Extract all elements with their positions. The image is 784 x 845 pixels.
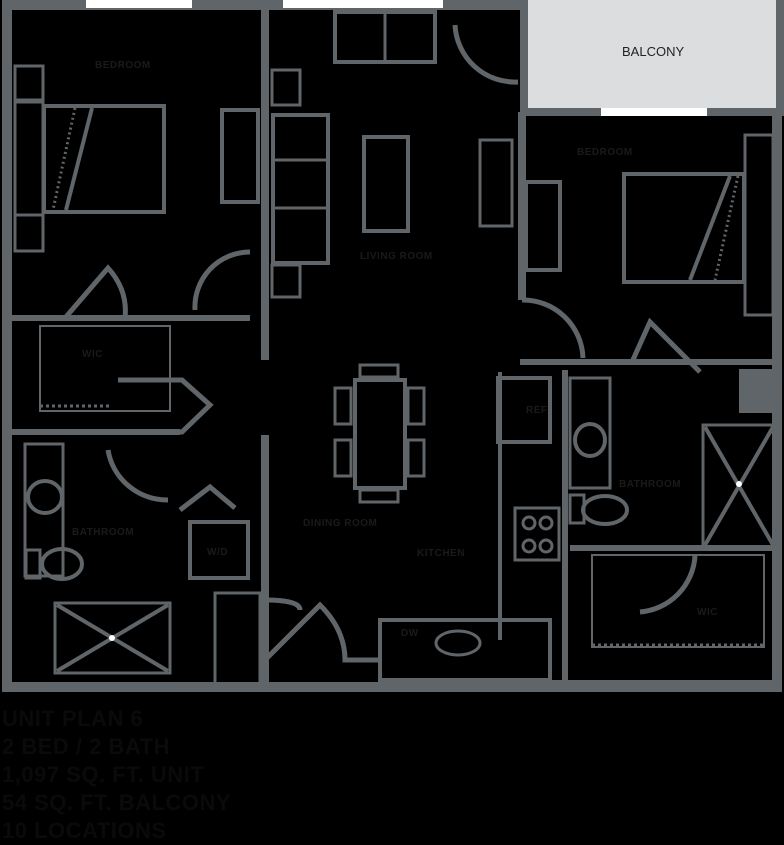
label-bedroom-2: BEDROOM — [577, 147, 633, 158]
label-kitchen: KITCHEN — [417, 548, 465, 559]
floor-plan-drawing — [2, 0, 784, 692]
label-balcony: BALCONY — [622, 44, 685, 59]
balcony-area — [526, 0, 784, 110]
label-refrigerator: REF — [526, 405, 548, 416]
label-wic-1: WIC — [82, 349, 103, 360]
unit-plan-title: UNIT PLAN 6 — [2, 706, 144, 731]
label-bedroom-1: BEDROOM — [95, 60, 151, 71]
label-dishwasher: DW — [401, 628, 419, 639]
window — [283, 0, 443, 8]
window — [86, 0, 192, 8]
window — [601, 108, 707, 116]
label-wic-2: WIC — [697, 607, 718, 618]
label-bathroom-1: BATHROOM — [72, 527, 135, 538]
label-living-room: LIVING ROOM — [360, 251, 433, 262]
beds-baths: 2 BED / 2 BATH — [2, 734, 170, 759]
label-bathroom-2: BATHROOM — [619, 479, 682, 490]
label-washer-dryer: W/D — [207, 547, 228, 558]
floor-plan: BALCONY BEDROOM BEDROOM LIVING ROOM WIC … — [2, 0, 784, 692]
unit-info: UNIT PLAN 6 2 BED / 2 BATH 1,097 SQ. FT.… — [2, 705, 231, 845]
locations-count: 10 LOCATIONS — [2, 818, 167, 843]
balcony-area-text: 54 SQ. FT. BALCONY — [2, 790, 232, 815]
unit-area: 1,097 SQ. FT. UNIT — [2, 762, 205, 787]
label-dining-room: DINING ROOM — [303, 518, 378, 529]
